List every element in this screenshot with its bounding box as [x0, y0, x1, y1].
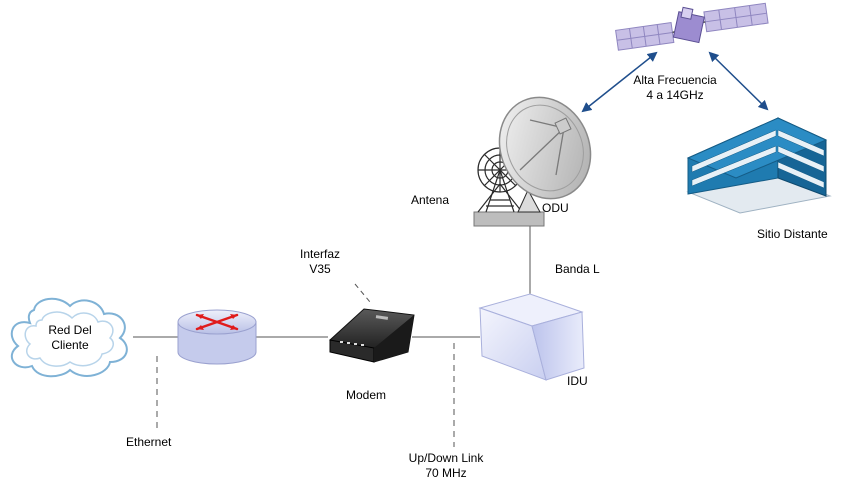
cloud-label-line2: Cliente	[51, 338, 89, 352]
router-icon	[177, 309, 257, 365]
idu-box-icon	[478, 293, 585, 381]
cloud-label-line1: Red Del	[48, 323, 92, 337]
interfaz-label-line1: Interfaz	[299, 247, 341, 261]
satellite-dish-antenna-icon	[473, 96, 592, 227]
interfaz-callout-line	[354, 283, 371, 303]
frequency-label: Alta Frecuencia 4 a 14GHz	[633, 73, 716, 103]
sitio-label: Sitio Distante	[757, 227, 828, 241]
frequency-label-line1: Alta Frecuencia	[633, 73, 717, 87]
ethernet-label: Ethernet	[126, 435, 172, 449]
frequency-label-line2: 4 a 14GHz	[646, 88, 704, 102]
interfaz-label-line2: V35	[309, 262, 331, 276]
downlink-arrow	[708, 51, 769, 111]
odu-label: ODU	[542, 201, 569, 215]
uplink-label-line2: 70 MHz	[425, 466, 467, 480]
idu-label: IDU	[567, 374, 588, 388]
interfaz-label: Interfaz V35	[300, 247, 340, 277]
banda-label: Banda L	[555, 262, 600, 276]
uplink-label: Up/Down Link 70 MHz	[409, 451, 484, 481]
uplink-label-line1: Up/Down Link	[408, 451, 484, 465]
client-network-cloud-icon	[10, 297, 128, 378]
uplink-arrow	[581, 51, 658, 113]
cloud-label: Red Del Cliente	[48, 323, 91, 353]
connection-lines	[133, 226, 531, 447]
modem-icon	[329, 308, 415, 363]
satellite-icon	[615, 2, 769, 51]
building-icon	[686, 117, 832, 214]
antena-label: Antena	[411, 193, 450, 207]
modem-label: Modem	[346, 388, 387, 402]
